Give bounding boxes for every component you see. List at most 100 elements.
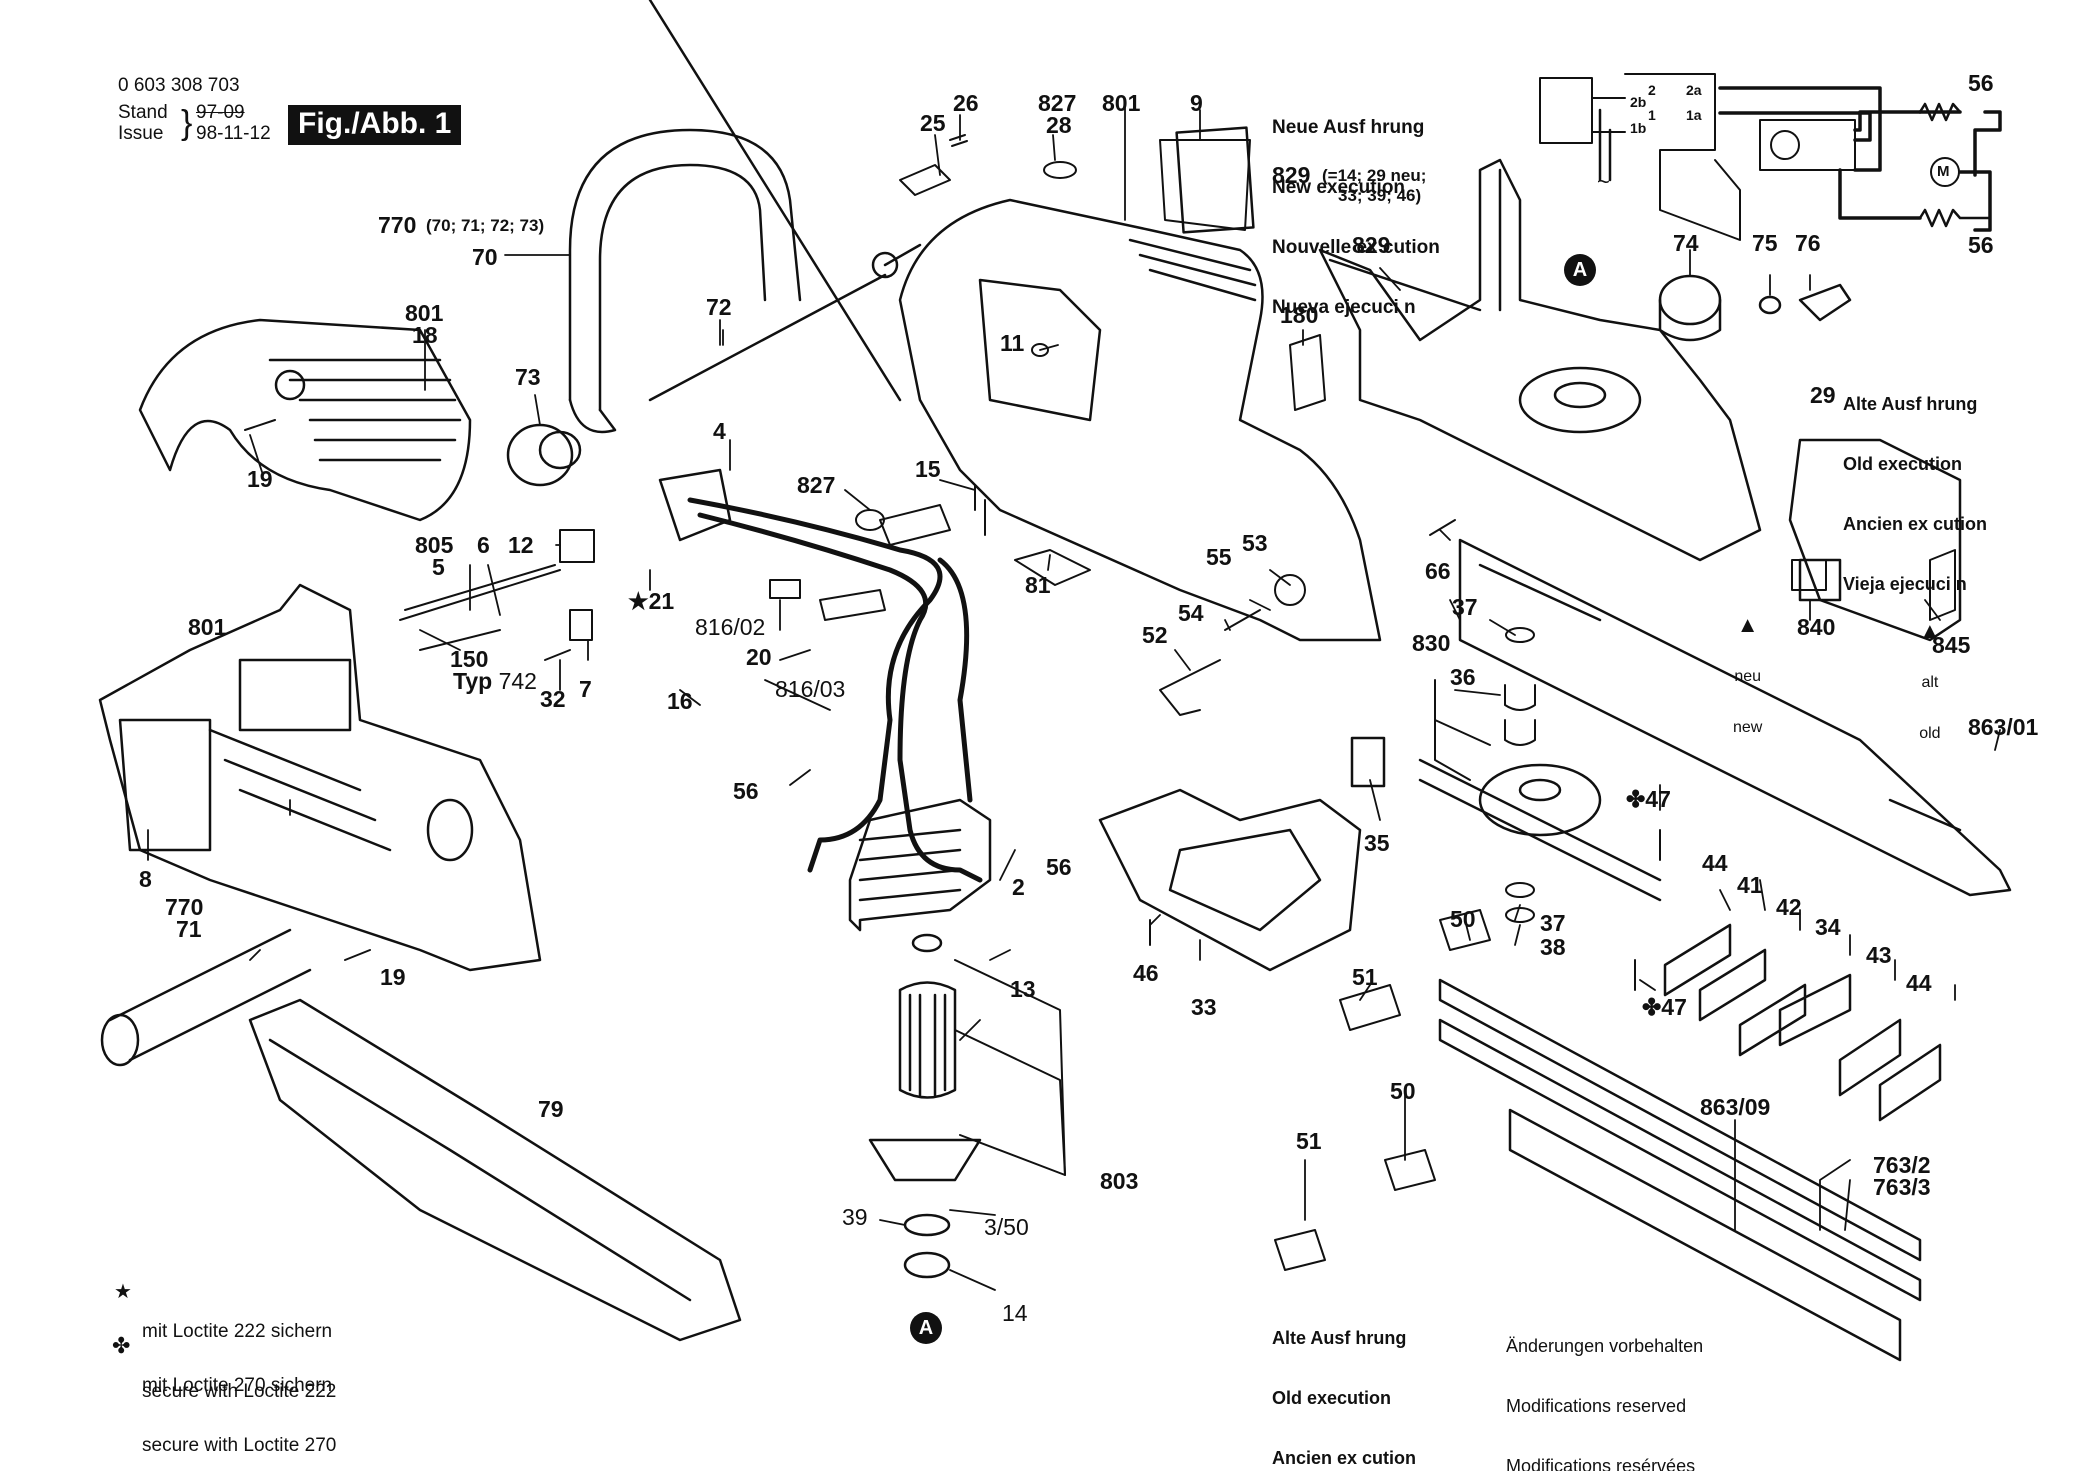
note-line: Nueva ejecuci n [1272, 297, 1416, 318]
star-icon: ★ [114, 1281, 132, 1303]
callout-53: 53 [1242, 530, 1268, 556]
terminal-1a: 1a [1686, 107, 1702, 123]
old-issue-date: 97-09 [196, 102, 245, 123]
callout-35: 35 [1364, 830, 1390, 856]
callout-763-2: 763/2 [1873, 1152, 1931, 1178]
switch-4-part [658, 468, 732, 542]
callout-51: 51 [1352, 964, 1378, 990]
callout-37: 37 [1452, 594, 1478, 620]
callout-56-wiring-bottom: 56 [1968, 232, 1994, 258]
callout-15: 15 [915, 456, 941, 482]
callout-19: 19 [247, 466, 273, 492]
callout-830: 830 [1412, 630, 1451, 656]
brace-icon: } [181, 104, 193, 142]
marker-text: neu [1734, 668, 1762, 685]
callout-3-50: 3/50 [984, 1214, 1029, 1240]
base-plate-33-part [1098, 788, 1362, 972]
legend-loctite-270: mit Loctite 270 sichern secure with Loct… [142, 1336, 336, 1471]
callout-56: 56 [1046, 854, 1072, 880]
callout-805: 805 [415, 532, 454, 558]
callout-52: 52 [1142, 622, 1168, 648]
reference-marker-a-bottom: A [910, 1312, 942, 1344]
callout-18: 18 [412, 322, 438, 348]
callout-801: 801 [1102, 90, 1141, 116]
callout-6: 6 [477, 532, 490, 558]
callout-8: 8 [139, 866, 152, 892]
knob-74-part [1658, 274, 1722, 342]
field-coil-2-part [848, 798, 992, 932]
base-shoe-79-part [248, 998, 742, 1342]
callout-5: 5 [432, 554, 445, 580]
issue-label: Issue [118, 123, 164, 144]
old-execution-note-right: Alte Ausf hrung Old execution Ancien ex … [1843, 354, 1987, 634]
terminal-2b: 2b [1630, 94, 1647, 110]
note-line: Ancien ex cution [1843, 514, 1988, 534]
callout-39: 39 [842, 1204, 868, 1230]
resistor-icons [1918, 102, 1992, 228]
ac-symbol: ~ [1597, 169, 1610, 194]
callout-12: 12 [508, 532, 534, 558]
gear-housing-801-part [98, 583, 542, 972]
callout-44: 44 [1906, 970, 1932, 996]
callout-33: 33 [1191, 994, 1217, 1020]
callout-50: 50 [1390, 1078, 1416, 1104]
callout-73: 73 [515, 364, 541, 390]
knob-73-part [506, 423, 582, 487]
clover-icon: ✤ [112, 1333, 131, 1358]
leader-lines [147, 99, 2001, 1291]
callout-20: 20 [746, 644, 772, 670]
callout-71: 71 [176, 916, 202, 942]
callout-180: 180 [1280, 302, 1319, 328]
callout-21: ★21 [628, 588, 675, 614]
callout-816-03: 816/03 [775, 676, 846, 702]
callout-11: 11 [1000, 330, 1025, 356]
callout-42: 42 [1776, 894, 1802, 920]
blade-863-01-part [1458, 538, 2012, 897]
neu-new-marker: ▲ neu new [1733, 582, 1762, 770]
callout-34: 34 [1815, 914, 1841, 940]
wiring-diagram [1539, 73, 2002, 241]
callout-76: 76 [1795, 230, 1821, 256]
part-number: 0 603 308 703 [118, 75, 240, 96]
kit-number-770: 770 [378, 212, 417, 238]
callout-74: 74 [1673, 230, 1699, 256]
terminal-1b: 1b [1630, 120, 1647, 136]
figure-title: Fig./Abb. 1 [288, 105, 462, 145]
callout-863-01: 863/01 [1968, 714, 2039, 740]
typ-word: Typ [453, 668, 493, 694]
callout-47-number: 47 [1661, 994, 1687, 1020]
callout-829: 829 [1352, 232, 1391, 258]
marker-text: old [1919, 725, 1941, 742]
legend-line: secure with Loctite 222 [142, 1381, 337, 1402]
callout-763-3: 763/3 [1873, 1174, 1931, 1200]
marker-text: new [1733, 719, 1763, 736]
callout-46: 46 [1133, 960, 1159, 986]
armature-803-part [868, 933, 982, 1279]
callout-72: 72 [706, 294, 732, 320]
callout-43: 43 [1866, 942, 1892, 968]
handle-bow-part [568, 128, 802, 434]
clover-icon: ✤ [1626, 786, 1646, 812]
callout-47-bottom: ✤47 [1642, 994, 1687, 1020]
kit-contents-829-line2: 33; 39; 46) [1338, 186, 1422, 205]
new-execution-note: Neue Ausf hrung New execution Nouvelle e… [1272, 78, 1440, 358]
note-line: Old execution [1843, 454, 1963, 474]
cable-harness-part [687, 497, 983, 883]
callout-801: 801 [405, 300, 444, 326]
note-line: Alte Ausf hrung [1272, 1328, 1407, 1348]
callout-14: 14 [1002, 1300, 1028, 1326]
callout-81: 81 [1025, 572, 1051, 598]
note-line: New execution [1272, 177, 1406, 198]
callout-70: 70 [472, 244, 498, 270]
note-line: Änderungen vorbehalten [1506, 1336, 1704, 1356]
callout-66: 66 [1425, 558, 1451, 584]
callout-32: 32 [540, 686, 566, 712]
tube-71-part [100, 928, 312, 1067]
callout-21-number: 21 [648, 588, 675, 614]
legend-line: mit Loctite 270 sichern [142, 1375, 333, 1396]
star-icon: ★ [628, 588, 649, 614]
bracket-803-lines [954, 959, 1066, 1176]
callout-79: 79 [538, 1096, 564, 1122]
callout-770: 770 [165, 894, 204, 920]
